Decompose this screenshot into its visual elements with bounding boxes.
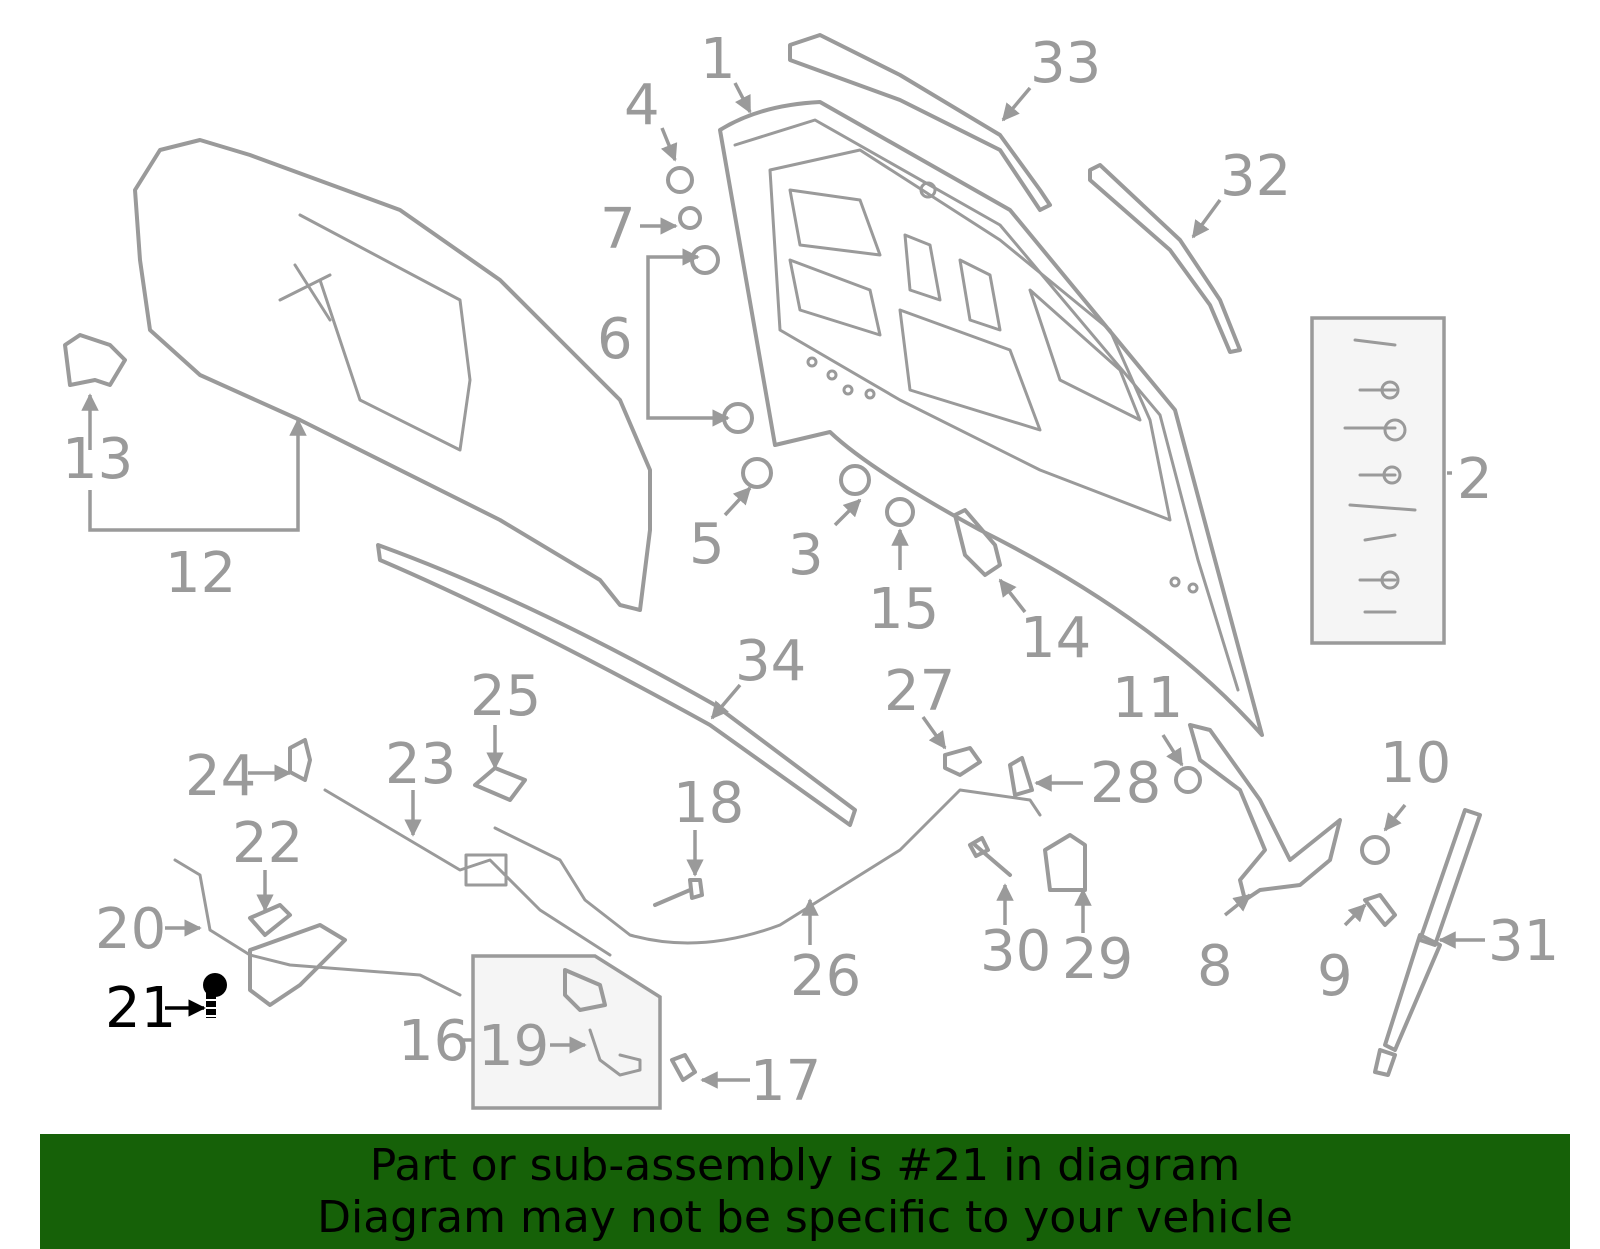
hood-panel xyxy=(718,100,1264,737)
latch-20 xyxy=(248,903,347,1007)
callout-27: 27 xyxy=(884,659,955,724)
callout-20: 20 xyxy=(95,897,166,962)
callout-25: 25 xyxy=(470,664,541,729)
callout-5: 5 xyxy=(689,512,725,577)
bumpers-4-7-6-5 xyxy=(666,166,915,527)
callout-34: 34 xyxy=(735,629,806,694)
fastener-kit-2 xyxy=(1310,316,1446,645)
bolt-18 xyxy=(653,878,704,907)
bolt-21 xyxy=(202,973,227,1018)
callout-28: 28 xyxy=(1090,751,1161,816)
callout-8: 8 xyxy=(1197,934,1233,999)
callout-31: 31 xyxy=(1488,909,1559,974)
callout-17: 17 xyxy=(750,1049,821,1114)
callout-23: 23 xyxy=(385,732,456,797)
callout-32: 32 xyxy=(1220,144,1291,209)
callout-30: 30 xyxy=(980,919,1051,984)
banner-line-disclaimer: Diagram may not be specific to your vehi… xyxy=(317,1192,1293,1243)
callout-22: 22 xyxy=(232,811,303,876)
callout-12: 12 xyxy=(165,541,236,606)
callout-33: 33 xyxy=(1030,31,1101,96)
callout-11: 11 xyxy=(1112,666,1183,731)
callout-1: 1 xyxy=(700,27,736,92)
callout-18: 18 xyxy=(673,771,744,836)
callout-26: 26 xyxy=(790,944,861,1009)
bracket-14 xyxy=(953,508,1002,577)
callout-13: 13 xyxy=(62,427,133,492)
callout-21: 21 xyxy=(105,976,176,1041)
seal-32 xyxy=(1088,163,1242,354)
callout-15: 15 xyxy=(868,577,939,642)
callout-9: 9 xyxy=(1317,944,1353,1009)
callout-4: 4 xyxy=(624,73,660,138)
callout-6: 6 xyxy=(597,307,633,372)
callout-16: 16 xyxy=(398,1009,469,1074)
info-banner: Part or sub-assembly is #21 in diagram D… xyxy=(40,1134,1570,1249)
hinge-and-nut xyxy=(1174,723,1397,927)
clip-13 xyxy=(63,333,127,387)
callout-14: 14 xyxy=(1020,606,1091,671)
callout-19: 19 xyxy=(478,1014,549,1079)
hood-insulator-pad xyxy=(133,138,652,612)
callout-2: 2 xyxy=(1457,447,1493,512)
callout-29: 29 xyxy=(1062,927,1133,992)
callout-7: 7 xyxy=(600,197,636,262)
seal-34 xyxy=(376,543,857,827)
release-handle-inset xyxy=(471,954,697,1110)
banner-line-part: Part or sub-assembly is #21 in diagram xyxy=(369,1140,1241,1191)
callout-3: 3 xyxy=(788,523,824,588)
brackets-27-28-29-30 xyxy=(943,746,1087,892)
callout-10: 10 xyxy=(1380,731,1451,796)
gas-strut-31 xyxy=(1373,808,1482,1077)
callout-24: 24 xyxy=(185,744,256,809)
weatherstrip-33 xyxy=(788,33,1052,212)
leader-lines xyxy=(81,82,1485,1089)
callout-labels: 1 2 3 4 5 6 7 8 9 10 11 12 13 14 15 16 1… xyxy=(62,27,1559,1114)
